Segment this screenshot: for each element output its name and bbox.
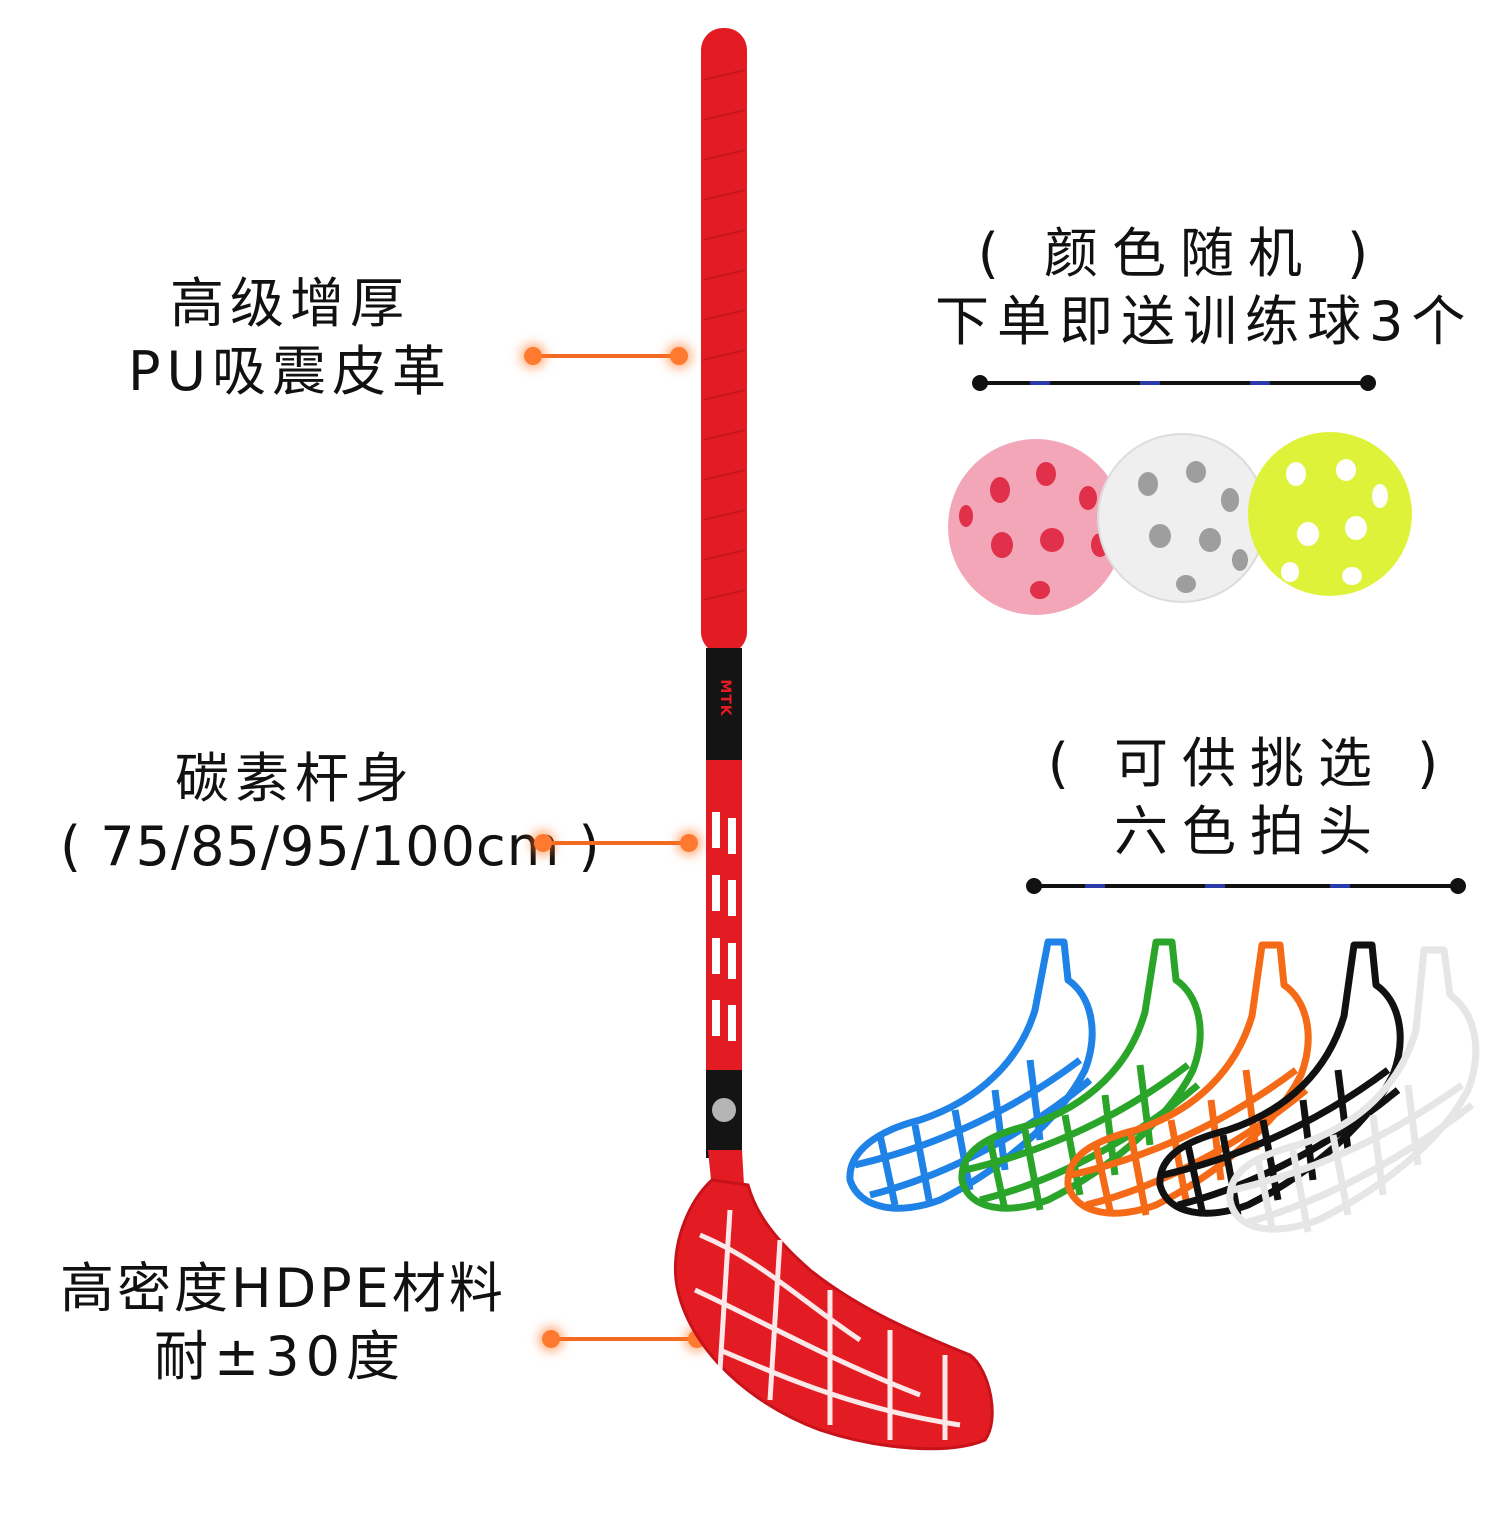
blue-blade-head [846, 938, 1096, 1212]
blade-label-line2: 耐±30度 [154, 1324, 406, 1388]
stick-logo: MTK [717, 679, 733, 717]
orange-blade-head [1064, 941, 1312, 1217]
grip-callout-line [530, 354, 680, 358]
shaft-callout-line [540, 841, 690, 845]
shaft-callout-dot-left [534, 834, 552, 852]
heads-label-line2: 六色拍头 [1114, 799, 1386, 863]
heads-label-line1: ( 可供挑选 ) [1047, 732, 1453, 795]
grip-label: 高级增厚 PU吸震皮革 [120, 270, 460, 405]
shaft-label-line2: ( 75/85/95/100cm ) [60, 814, 601, 878]
grip-label-line1: 高级增厚 [170, 272, 410, 335]
blade-callout-dot-left [542, 1330, 560, 1348]
blade-heads [846, 938, 1480, 1233]
grip-callout-dot-right [670, 347, 688, 365]
shaft-label: 碳素杆身 ( 75/85/95/100cm ) [60, 745, 601, 880]
white-blade-head [1226, 946, 1480, 1233]
floorball-stick [673, 28, 994, 1451]
yellow-ball [1248, 432, 1412, 596]
heads-label: ( 可供挑选 ) 六色拍头 [1030, 730, 1470, 865]
shaft-label-line1: 碳素杆身 [175, 747, 415, 810]
balls-label: ( 颜色随机 ) 下单即送训练球3个 [935, 220, 1474, 355]
heads-divider [1026, 878, 1466, 894]
grip-label-line2: PU吸震皮革 [127, 339, 453, 403]
grip-callout-dot-left [524, 347, 542, 365]
blade-label-line1: 高密度HDPE材料 [60, 1257, 506, 1320]
training-balls [948, 432, 1412, 615]
blade-label: 高密度HDPE材料 耐±30度 [60, 1255, 506, 1390]
shaft-callout-dot-right [680, 834, 698, 852]
balls-divider [972, 375, 1376, 391]
blade-callout-line [548, 1337, 698, 1341]
balls-label-line1: ( 颜色随机 ) [977, 222, 1383, 285]
balls-label-line2: 下单即送训练球3个 [935, 289, 1474, 353]
white-ball [1097, 433, 1267, 603]
